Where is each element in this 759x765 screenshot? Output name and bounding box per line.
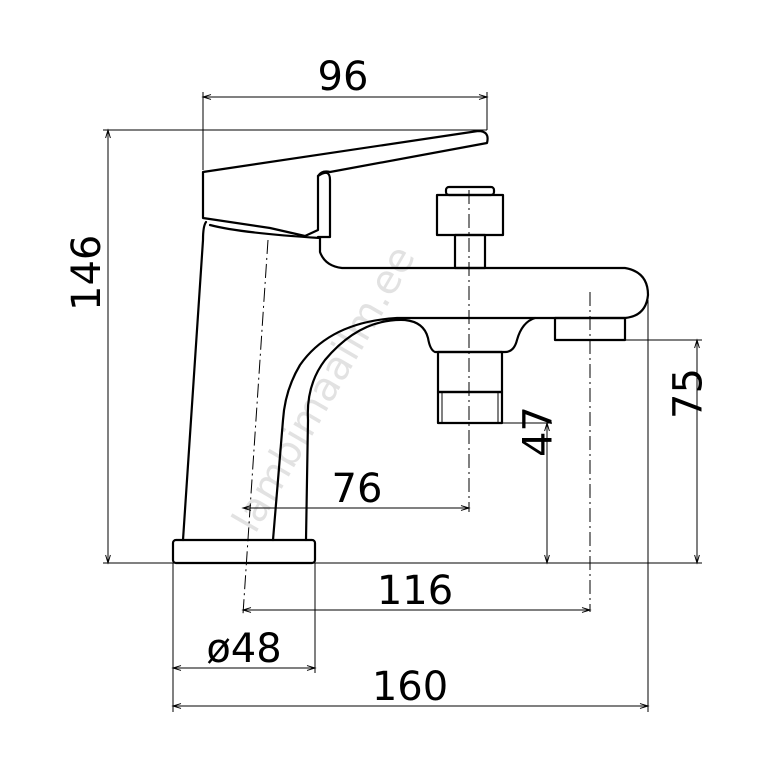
body-left [181,220,208,542]
aerator-upper [436,350,504,394]
dimension-96: 96 [201,54,489,100]
watermark: lambimaailm.ee [224,238,425,540]
dimension-116: 116 [241,568,592,614]
diverter-stem [453,233,487,270]
body-neck [208,223,650,542]
dim-label-160: 160 [372,664,448,710]
dimension-76: 76 [241,466,471,512]
spout-outer-curve [271,316,537,542]
base-plate [171,538,317,565]
dim-label-76: 76 [332,466,383,512]
aerator-lower [436,390,504,425]
dim-label-48: ø48 [206,626,281,672]
dim-label-96: 96 [318,54,369,100]
dimension-146: 146 [64,128,111,565]
dim-label-75: 75 [666,368,712,419]
diverter-knob [435,193,505,237]
lever-knob [316,171,332,239]
dim-label-146: 146 [64,235,110,311]
dimension-47: 47 [516,406,562,565]
dimension-75: 75 [666,338,712,565]
dimension-160: 160 [171,664,650,710]
lever-handle [201,129,489,238]
dim-label-47: 47 [516,406,562,457]
extension-lines [103,92,702,712]
centerline-body [242,239,269,615]
diverter-knob-cap [444,185,496,197]
dimension-48: ø48 [171,626,317,672]
faucet-outline [171,129,650,565]
dim-label-116: 116 [377,568,453,614]
